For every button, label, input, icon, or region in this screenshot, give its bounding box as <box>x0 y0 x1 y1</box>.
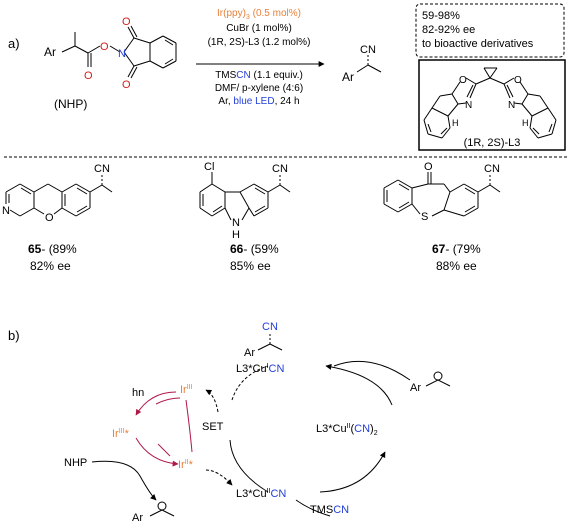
cu2-cn2-complex: L3*CuII(CN)2 <box>316 423 378 437</box>
cycle-product-cn: CN <box>262 321 278 333</box>
cmpd67-yield: 67- (79% <box>432 242 481 256</box>
cu1-cn-complex: L3*CuICN <box>236 363 284 375</box>
summary-line-3: to bioactive derivatives <box>422 38 534 50</box>
ligand-o-right: O <box>514 75 522 86</box>
ar-radical-bottom-structure <box>149 509 175 517</box>
cycle-product-ar: Ar <box>244 347 255 359</box>
copper-line: CuBr (1 mol%) <box>226 23 292 34</box>
cmpd65-n-label: N <box>2 205 10 217</box>
compound-65-structure <box>5 174 113 217</box>
cmpd67-cn-label: CN <box>484 163 500 175</box>
cmpd66-yield: 66- (59% <box>230 242 279 256</box>
nhp-label: NHP <box>64 457 87 469</box>
product-ar-label: Ar <box>342 70 354 84</box>
ligand-box <box>418 59 566 151</box>
ir3-excited-label: IrIII* <box>112 428 130 440</box>
compound-67-structure <box>383 172 501 217</box>
set-arrow-up <box>205 389 219 413</box>
summary-line-1: 59-98% <box>422 10 460 22</box>
ar-radical-bottom-label: Ar <box>132 512 143 524</box>
copper-cycle-arcs <box>229 360 411 517</box>
iridium-cycle <box>135 391 193 467</box>
ligand-structure <box>423 67 557 139</box>
cmpd65-o-label: O <box>45 212 54 224</box>
cyanide-line: TMSCN (1.1 equiv.) <box>215 70 303 81</box>
ar-radical-structure <box>425 379 451 387</box>
summary-line-2: 82-92% ee <box>422 24 475 36</box>
ligand-n-right: N <box>508 100 515 111</box>
product-structure <box>356 55 382 73</box>
light-line: Ar, blue LED, 24 h <box>218 96 299 107</box>
set-arrow-down <box>205 469 233 486</box>
nhp-substrate-structure <box>61 25 177 79</box>
substrate-n-label: N <box>118 48 126 60</box>
cmpd66-cl-label: Cl <box>204 161 214 173</box>
ligand-n-left: N <box>465 100 472 111</box>
substrate-o-bottom-label: O <box>122 79 131 91</box>
cmpd66-n-label: N <box>232 217 240 229</box>
ar-radical-bottom-dot <box>157 501 167 511</box>
substrate-caption: (NHP) <box>54 97 87 111</box>
ir2-label: IrII* <box>178 459 194 471</box>
panel-b-label: b) <box>8 328 20 343</box>
ar-radical-dot <box>433 371 443 381</box>
ligand-line: (1R, 2S)-L3 (1.2 mol%) <box>208 37 311 48</box>
cmpd66-ee: 85% ee <box>230 259 271 273</box>
cmpd66-h-label: H <box>232 229 240 241</box>
catalyst-line: Ir(ppy)3 (0.5 mol%) <box>217 8 301 21</box>
tmscn-reagent: TMSCN <box>310 504 349 516</box>
ligand-name: (1R, 2S)-L3 <box>464 137 521 149</box>
cmpd67-o-label: O <box>424 161 433 173</box>
ligand-h-left: H <box>452 118 459 128</box>
cmpd65-cn-label: CN <box>94 163 110 175</box>
cmpd65-yield: 65- (89% <box>28 242 77 256</box>
product-cn-label: CN <box>360 44 376 56</box>
cmpd65-ee: 82% ee <box>30 259 71 273</box>
cmpd67-ee: 88% ee <box>436 259 477 273</box>
substrate-ar-label: Ar <box>44 45 56 59</box>
ar-radical-label: Ar <box>410 382 421 394</box>
compound-66-structure <box>199 172 291 221</box>
cycle-product-structure <box>257 332 283 351</box>
summary-box <box>415 3 565 58</box>
substrate-o-top-label: O <box>122 16 131 28</box>
cmpd67-s-label: S <box>421 211 428 223</box>
panel-a-label: a) <box>8 36 20 51</box>
ligand-h-right: H <box>522 118 529 128</box>
substrate-o-ester-label: O <box>84 70 93 82</box>
ir3-label: IrIII <box>180 384 193 396</box>
set-label: SET <box>202 421 224 433</box>
hn-label: hn <box>132 387 144 399</box>
nhp-arrow <box>91 460 157 501</box>
substrate-o-link-label: O <box>100 41 109 53</box>
ligand-o-left: O <box>459 75 467 86</box>
cmpd66-cn-label: CN <box>272 163 288 175</box>
cu2-cn-complex: L3*CuIICN <box>236 488 286 500</box>
solvent-line: DMF/ p-xylene (4:6) <box>215 83 303 94</box>
